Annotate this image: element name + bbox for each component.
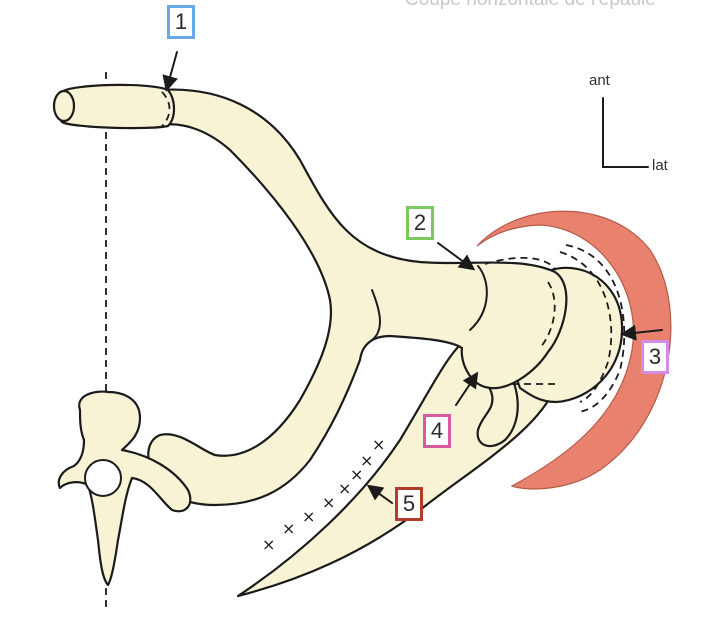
cross-mark: × bbox=[360, 451, 373, 470]
cross-mark: × bbox=[262, 535, 275, 554]
pointer-arrow-2 bbox=[437, 242, 476, 271]
sternoclavicular-line bbox=[161, 91, 171, 127]
label-4: 4 bbox=[423, 414, 451, 448]
arch-inner-curve bbox=[371, 289, 381, 341]
pointer-arrow-4 bbox=[455, 371, 479, 406]
clavicle-end-face bbox=[52, 89, 76, 123]
orientation-axes bbox=[602, 97, 649, 168]
pointer-arrow-1 bbox=[162, 51, 178, 92]
pointer-arrow-3 bbox=[620, 324, 663, 341]
clavicle-spine-arch bbox=[147, 88, 568, 507]
cross-mark: × bbox=[350, 465, 363, 484]
cross-mark: × bbox=[282, 519, 295, 538]
cross-mark: × bbox=[302, 507, 315, 526]
cross-mark: × bbox=[322, 493, 335, 512]
orientation-lat-label: lat bbox=[652, 157, 668, 174]
label-1: 1 bbox=[167, 5, 195, 39]
humeral-head-cartilage bbox=[565, 244, 626, 413]
cross-marks: × × × × × × × × bbox=[262, 435, 385, 554]
deltoid-muscle bbox=[476, 210, 672, 490]
cross-mark: × bbox=[372, 435, 385, 454]
vertebra bbox=[57, 390, 192, 587]
orientation-ant-label: ant bbox=[589, 72, 610, 89]
diagram-caption: Coupe horizontale de l'épaule bbox=[405, 0, 656, 11]
vertebral-foramen bbox=[84, 459, 122, 497]
ac-joint-line bbox=[469, 265, 488, 331]
cross-mark: × bbox=[338, 479, 351, 498]
label-5: 5 bbox=[395, 487, 423, 521]
label-3: 3 bbox=[641, 340, 669, 374]
acromion-outline bbox=[484, 256, 557, 349]
label-2: 2 bbox=[406, 206, 434, 240]
pointer-arrow-5 bbox=[366, 484, 393, 504]
